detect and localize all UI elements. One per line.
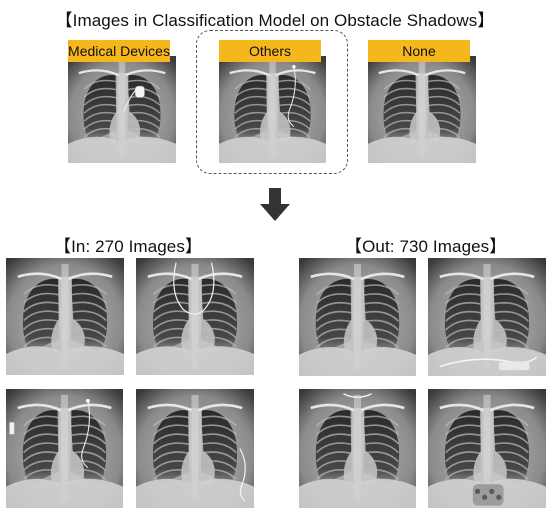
category-label-none: None bbox=[368, 40, 470, 62]
in-group-title: 【In: 270 Images】 bbox=[54, 237, 203, 256]
xray-in-4 bbox=[136, 389, 254, 508]
xray-out-1 bbox=[299, 258, 416, 376]
xray-medical-devices bbox=[68, 56, 176, 163]
xray-in-1 bbox=[6, 258, 124, 375]
xray-out-4 bbox=[428, 389, 546, 508]
xray-out-3 bbox=[299, 389, 416, 508]
selected-category-frame bbox=[196, 30, 348, 174]
figure-title: 【Images in Classification Model on Obsta… bbox=[55, 11, 495, 30]
out-group-title: 【Out: 730 Images】 bbox=[345, 237, 507, 256]
arrow-down-icon bbox=[260, 188, 290, 222]
xray-in-2 bbox=[136, 258, 254, 375]
category-label-others: Others bbox=[219, 40, 321, 62]
category-label-medical-devices: Medical Devices bbox=[68, 40, 170, 62]
xray-out-2 bbox=[428, 258, 546, 376]
xray-in-3 bbox=[6, 389, 123, 508]
xray-others bbox=[219, 56, 326, 163]
xray-none bbox=[368, 56, 476, 163]
